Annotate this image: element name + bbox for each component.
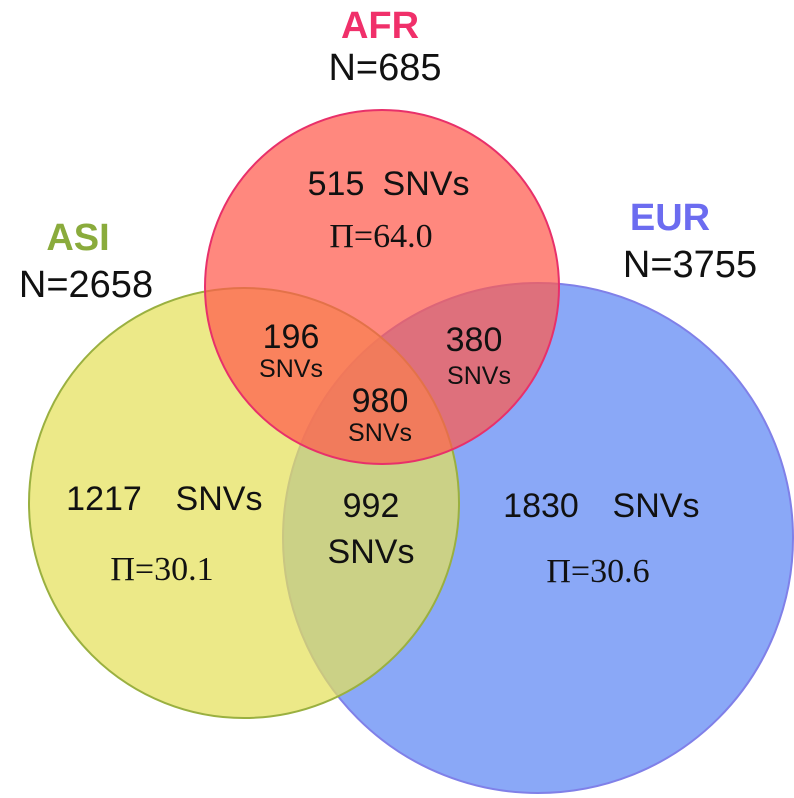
asi-group-n: N=2658 xyxy=(19,264,153,306)
asi-only-count: 1217 xyxy=(66,480,142,518)
all-three-count: 980 xyxy=(352,382,409,420)
afr-circle xyxy=(204,109,560,465)
afr-group-name: AFR xyxy=(341,5,419,47)
afr-only-pi: Π=64.0 xyxy=(329,218,432,255)
eur-only-unit: SNVs xyxy=(613,487,700,525)
eur-only-count: 1830 xyxy=(503,487,579,525)
asi-eur-unit: SNVs xyxy=(328,533,415,571)
afr-eur-count: 380 xyxy=(446,321,503,359)
all-three-unit: SNVs xyxy=(348,419,412,447)
afr-group-n: N=685 xyxy=(328,47,441,89)
eur-group-n: N=3755 xyxy=(623,244,757,286)
asi-only-unit: SNVs xyxy=(176,480,263,518)
afr-only-count: 515 xyxy=(308,165,365,203)
eur-only-pi: Π=30.6 xyxy=(546,553,649,590)
asi-eur-count: 992 xyxy=(343,487,400,525)
asi-group-name: ASI xyxy=(46,217,109,259)
eur-group-name: EUR xyxy=(630,197,710,239)
afr-only-unit: SNVs xyxy=(383,165,470,203)
asi-only-pi: Π=30.1 xyxy=(110,551,213,588)
afr-eur-unit: SNVs xyxy=(447,362,511,390)
afr-asi-unit: SNVs xyxy=(259,355,323,383)
afr-asi-count: 196 xyxy=(263,318,320,356)
